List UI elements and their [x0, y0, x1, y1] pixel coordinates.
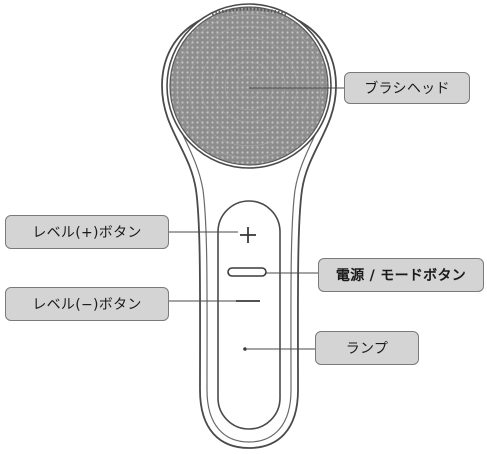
device-body-inner-contour [169, 85, 329, 443]
button-panel [217, 200, 281, 430]
label-lamp: ランプ [315, 331, 419, 365]
label-power-mode-button: 電源 / モードボタン [318, 258, 484, 292]
brush-head [166, 3, 332, 169]
label-level-minus-button: レベル(−)ボタン [5, 287, 169, 321]
label-brush-head: ブラシヘッド [344, 72, 470, 104]
label-level-plus-button: レベル(+)ボタン [5, 215, 169, 249]
lamp-indicator [243, 347, 247, 351]
level-plus-button[interactable] [240, 227, 256, 243]
power-mode-button[interactable] [227, 267, 267, 277]
